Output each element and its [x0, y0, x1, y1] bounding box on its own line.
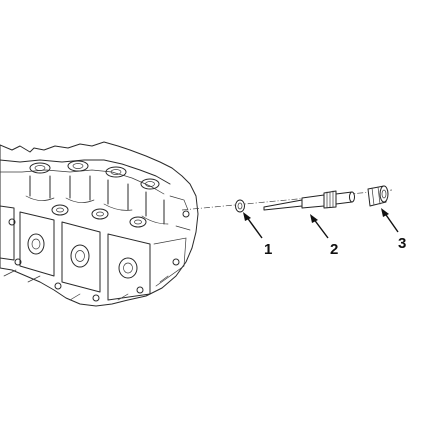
callout-label-1: 1	[264, 241, 272, 258]
leader-arrow-2	[310, 214, 329, 239]
cylinder-head	[0, 141, 199, 307]
sealing-washer	[235, 199, 245, 213]
leader-arrow-1	[243, 212, 263, 239]
connector-nut	[367, 185, 389, 207]
injector-centerline	[181, 189, 393, 211]
callout-label-2: 2	[330, 241, 338, 258]
callout-label-3: 3	[398, 235, 406, 252]
leader-arrow-3	[381, 208, 399, 233]
injector	[263, 190, 355, 211]
